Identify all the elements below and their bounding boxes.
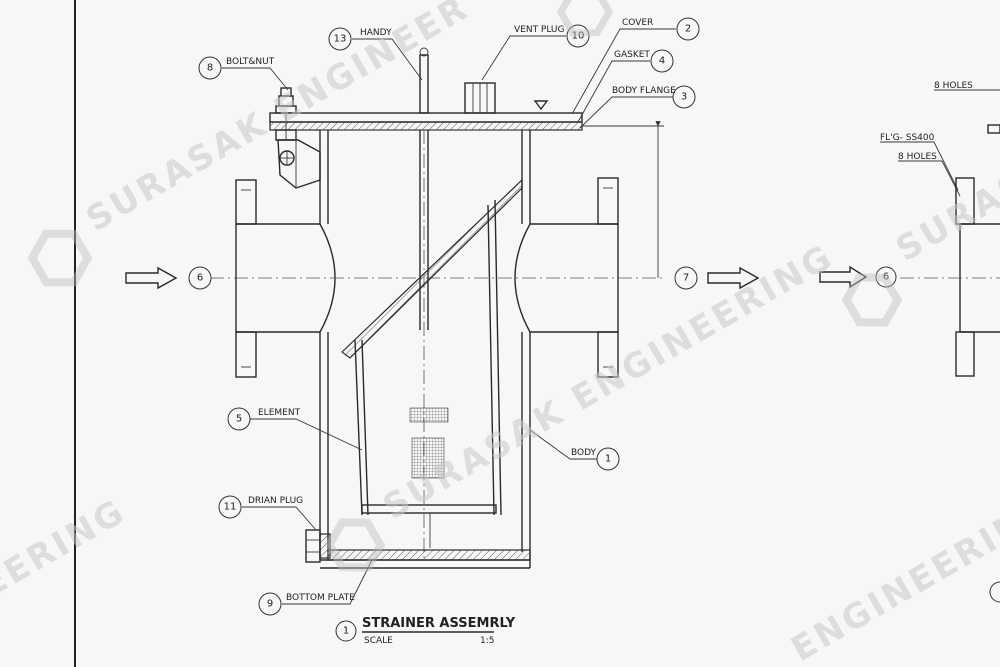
drain-plug bbox=[305, 529, 331, 563]
bottom-plate bbox=[327, 549, 531, 561]
watermark-logo-icon bbox=[324, 518, 386, 572]
callout-number: 2 bbox=[685, 24, 691, 35]
watermark-text: EERING bbox=[0, 491, 133, 605]
cover-plate bbox=[269, 112, 583, 123]
side-flange-spec-label: FL'G- SS400 bbox=[880, 133, 935, 143]
callout-body-flange: 3 BODY FLANGE bbox=[612, 85, 696, 109]
callout-inlet: 6 bbox=[188, 266, 212, 290]
callout-number: 11 bbox=[224, 502, 237, 513]
watermark-logo-icon bbox=[27, 229, 93, 287]
drawing-title: STRAINER ASSEMRLY bbox=[362, 616, 516, 631]
side-inlet-number: 6 bbox=[883, 272, 889, 283]
strainer-body bbox=[319, 130, 531, 568]
callout-label: BOTTOM PLATE bbox=[286, 593, 355, 603]
leader-lines bbox=[222, 28, 676, 605]
callout-number: 5 bbox=[236, 414, 242, 425]
level-mark-icon bbox=[533, 100, 549, 111]
inlet-flow-arrow-icon bbox=[125, 266, 178, 290]
callout-number: 10 bbox=[572, 31, 585, 42]
callout-handy: 13 HANDY bbox=[328, 27, 392, 51]
callout-label: VENT PLUG bbox=[514, 25, 565, 35]
callout-body: 1 BODY bbox=[571, 447, 620, 471]
callout-number: 4 bbox=[659, 56, 665, 67]
callout-cover: 2 COVER bbox=[622, 17, 700, 41]
callout-bolt-nut: 8 BOLT&NUT bbox=[198, 56, 275, 80]
watermark-text: SURASAK ENGINEERING bbox=[377, 237, 841, 528]
callout-element: 5 ELEMENT bbox=[227, 407, 301, 431]
callout-number: 3 bbox=[681, 92, 687, 103]
scale-value: 1:5 bbox=[480, 636, 494, 646]
callout-drain-plug: 11 DRIAN PLUG bbox=[218, 495, 303, 519]
outlet-flow-arrow-icon bbox=[707, 266, 760, 290]
side-view: 8 HOLES FL'G- SS400 8 HOLES 6 bbox=[819, 81, 1000, 603]
outlet-nozzle bbox=[514, 177, 619, 378]
mesh-detail-dots bbox=[409, 407, 449, 423]
callout-outlet: 7 bbox=[674, 266, 698, 290]
watermark-text: SURASAK ENGINEER bbox=[80, 0, 477, 240]
watermark-logo-icon bbox=[841, 273, 903, 327]
callout-bottom-plate: 9 BOTTOM PLATE bbox=[258, 592, 355, 616]
mesh-detail-grid bbox=[411, 437, 445, 479]
callout-label: DRIAN PLUG bbox=[248, 496, 303, 506]
callout-label: BODY FLANGE bbox=[612, 86, 676, 96]
callout-number: 1 bbox=[605, 454, 611, 465]
callout-label: COVER bbox=[622, 18, 653, 28]
watermark-text: ENGINEERING bbox=[785, 487, 1000, 667]
callout-number: 7 bbox=[683, 273, 689, 284]
callout-label: GASKET bbox=[614, 50, 650, 60]
callout-number: 13 bbox=[334, 34, 347, 45]
callout-label: BOLT&NUT bbox=[226, 57, 275, 67]
side-holes-mid-label: 8 HOLES bbox=[898, 152, 937, 162]
watermark-logo-icon bbox=[556, 0, 614, 37]
callout-number: 8 bbox=[207, 63, 213, 74]
callout-label: HANDY bbox=[360, 28, 392, 38]
side-inlet-arrow-icon bbox=[819, 265, 868, 289]
handle-rod bbox=[419, 54, 429, 114]
callout-number: 9 bbox=[267, 599, 273, 610]
main-view bbox=[125, 47, 760, 569]
body-flange bbox=[269, 121, 583, 131]
strainer-element bbox=[341, 178, 523, 548]
title-number: 1 bbox=[343, 626, 349, 637]
callout-gasket: 4 GASKET bbox=[614, 49, 674, 73]
side-holes-top-label: 8 HOLES bbox=[934, 81, 973, 91]
callout-vent-plug: 10 VENT PLUG bbox=[514, 24, 590, 48]
title-block: 1 STRAINER ASSEMRLY SCALE 1:5 bbox=[335, 616, 516, 646]
callout-label: BODY bbox=[571, 448, 597, 458]
scale-label: SCALE bbox=[364, 636, 393, 646]
callout-label: ELEMENT bbox=[258, 408, 301, 418]
callout-number: 6 bbox=[197, 273, 203, 284]
